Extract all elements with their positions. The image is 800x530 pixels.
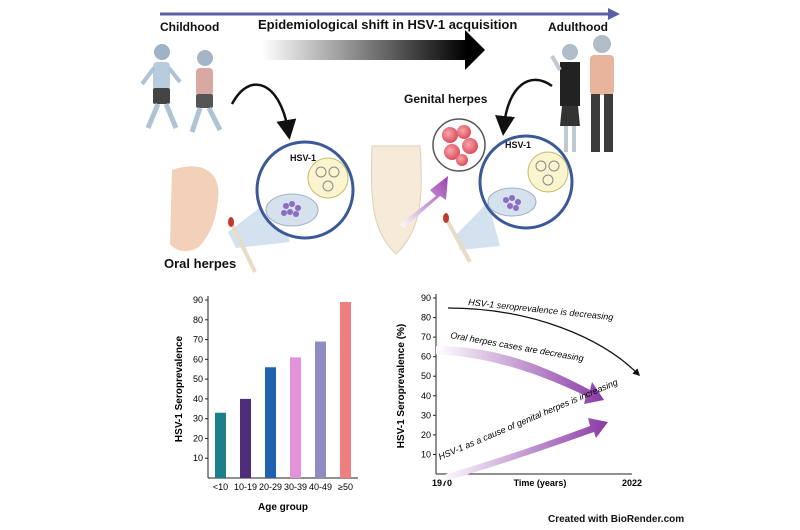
bar bbox=[265, 367, 276, 478]
seroprevalence-decrease-curve bbox=[447, 307, 641, 377]
bar bbox=[315, 341, 326, 478]
oral-herpes-decrease-arrow bbox=[436, 346, 604, 404]
genital-herpes-label: Genital herpes bbox=[404, 92, 488, 106]
figure-title: Epidemiological shift in HSV-1 acquisiti… bbox=[258, 17, 518, 32]
trend-y-tick-label: 30 bbox=[421, 410, 431, 420]
hsv1-label-left: HSV-1 bbox=[290, 153, 317, 163]
bar-x-tick-label: <10 bbox=[213, 482, 228, 492]
bar-x-tick-label: ≥50 bbox=[338, 482, 353, 492]
bar-y-tick-label: 20 bbox=[193, 433, 203, 443]
bar-y-tick-label: 50 bbox=[193, 374, 203, 384]
trend-y-tick-label: 40 bbox=[421, 391, 431, 401]
bar-y-tick-label: 40 bbox=[193, 394, 203, 404]
top-illustration bbox=[140, 8, 620, 273]
bar bbox=[340, 301, 351, 478]
face-profile bbox=[170, 166, 219, 252]
bar-x-axis-title: Age group bbox=[258, 502, 308, 513]
bar-x-tick-label: 20-29 bbox=[259, 482, 282, 492]
bar bbox=[240, 398, 251, 478]
swab-left bbox=[228, 217, 257, 273]
shift-gradient-arrow bbox=[262, 30, 485, 70]
bar-y-tick-label: 80 bbox=[193, 315, 203, 325]
bar-y-tick-label: 60 bbox=[193, 354, 203, 364]
timeline-arrowhead bbox=[608, 8, 620, 20]
bar-y-tick-label: 70 bbox=[193, 335, 203, 345]
curved-arrow-right bbox=[495, 78, 553, 136]
biorender-credit: Created with BioRender.com bbox=[548, 514, 685, 525]
annotation-seroprevalence-decreasing: HSV-1 seroprevalence is decreasing bbox=[468, 297, 614, 322]
virus-cluster-left bbox=[281, 201, 301, 217]
trend-y-tick-label: 20 bbox=[421, 430, 431, 440]
virion-icons-left bbox=[315, 166, 340, 192]
trend-y-tick-label: 10 bbox=[421, 449, 431, 459]
seroprevalence-trend-chart: 10 20 30 40 50 60 70 80 90 1970 2022 Time (years) HS… bbox=[396, 293, 642, 488]
bar-x-tick-label: 40-49 bbox=[309, 482, 332, 492]
bar bbox=[215, 412, 226, 478]
virion-detail-left bbox=[307, 157, 349, 199]
trend-x-tick-end: 2022 bbox=[622, 478, 642, 488]
purple-arrow bbox=[400, 176, 448, 228]
bar-x-tick-label: 10-19 bbox=[234, 482, 257, 492]
trend-y-axis-title: HSV-1 Seroprevalence (%) bbox=[396, 324, 407, 449]
childhood-label: Childhood bbox=[160, 20, 220, 34]
bar-y-axis-title: HSV-1 Seroprevalence bbox=[174, 335, 185, 442]
swab-right bbox=[443, 213, 472, 263]
trend-x-tick-start: 1970 bbox=[432, 478, 452, 488]
trend-y-tick-label: 70 bbox=[421, 332, 431, 342]
bar-y-tick-label: 10 bbox=[193, 453, 203, 463]
lower-body-figure bbox=[370, 145, 422, 255]
trend-y-tick-label: 50 bbox=[421, 371, 431, 381]
curved-arrow-left bbox=[230, 83, 297, 140]
trend-y-tick-label: 60 bbox=[421, 352, 431, 362]
virion-icons-right bbox=[535, 160, 560, 186]
genital-herpes-increase-arrow bbox=[440, 418, 608, 482]
magnify-cone-right bbox=[455, 202, 500, 250]
virus-cluster-right bbox=[503, 195, 521, 211]
trend-y-tick-label: 90 bbox=[421, 293, 431, 303]
bar-y-tick-label: 90 bbox=[193, 295, 203, 305]
cell-culture-dish-right bbox=[487, 187, 537, 217]
trend-y-tick-label: 80 bbox=[421, 313, 431, 323]
lesion-blobs bbox=[442, 125, 478, 166]
adulthood-label: Adulthood bbox=[548, 20, 608, 34]
oral-herpes-label: Oral herpes bbox=[164, 256, 237, 271]
virion-detail-right bbox=[527, 151, 569, 193]
children-running-figure bbox=[140, 44, 223, 133]
bar bbox=[290, 357, 301, 478]
bar-x-tick-label: 30-39 bbox=[284, 482, 307, 492]
bar-y-tick-label: 30 bbox=[193, 414, 203, 424]
trend-x-axis-title: Time (years) bbox=[514, 478, 567, 488]
adults-figure bbox=[550, 35, 614, 152]
hsv1-label-right: HSV-1 bbox=[505, 140, 532, 150]
